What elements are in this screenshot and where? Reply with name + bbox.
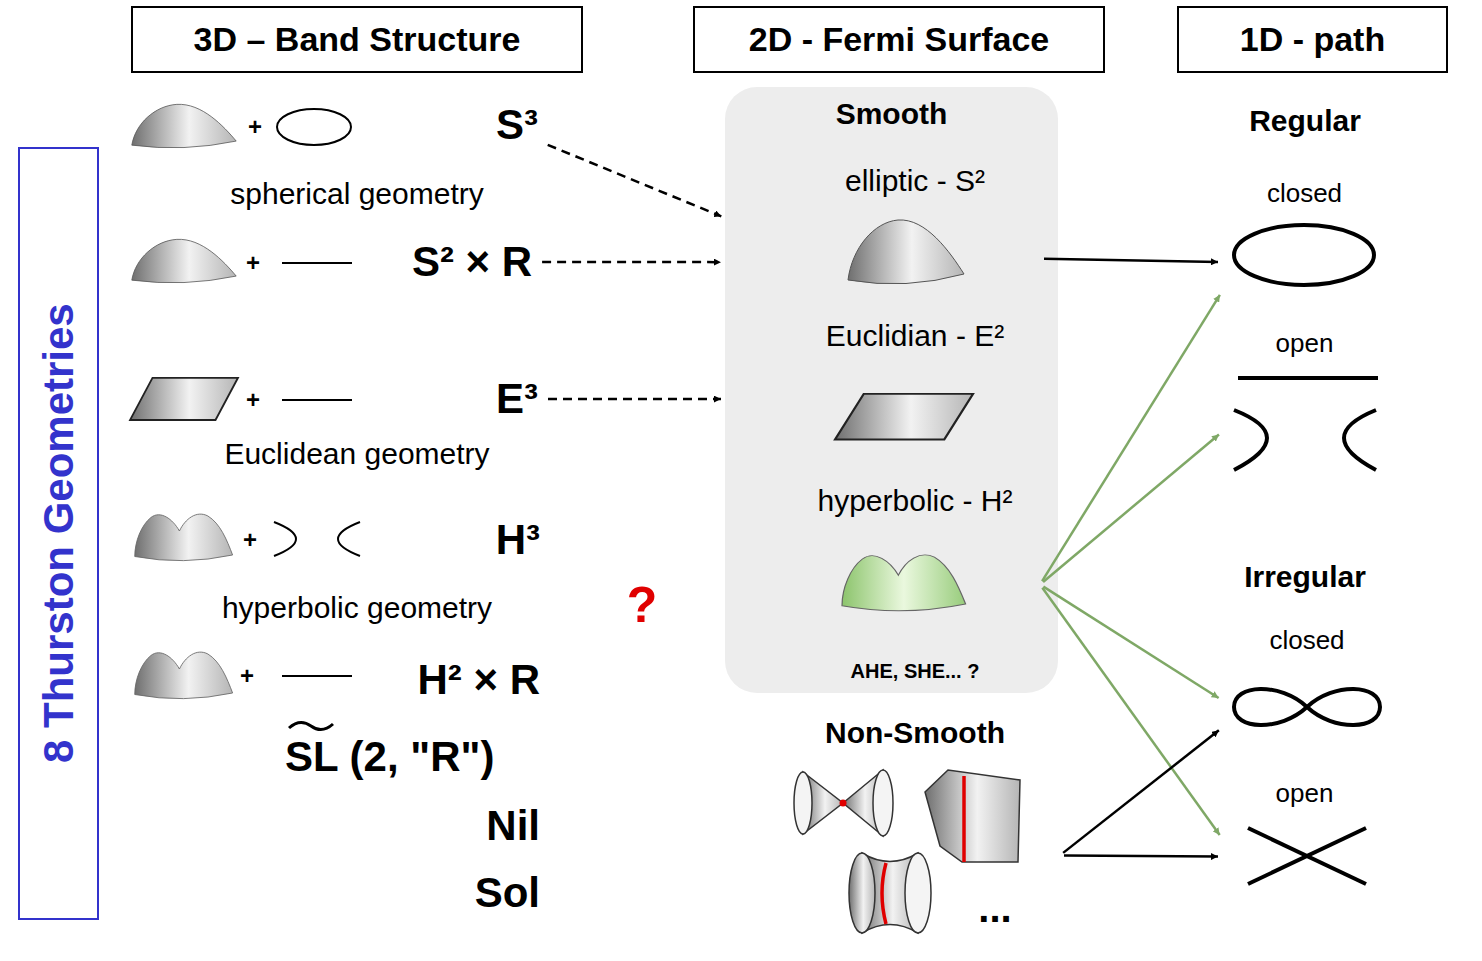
- connector-arrow: [548, 145, 722, 217]
- figure-eight: [1234, 689, 1380, 725]
- surface-item: Euclidian - E²: [790, 317, 1040, 452]
- path-item: open: [1222, 775, 1387, 890]
- open-curve: [1344, 410, 1376, 470]
- line-figure: [282, 399, 352, 401]
- geometry-symbol: H³: [496, 517, 540, 563]
- node-title: 8 Thurston Geometries: [34, 304, 82, 764]
- connector-arrow: [542, 261, 721, 264]
- crossing-line: [1248, 828, 1366, 884]
- node-title: hyperbolic - H²: [817, 484, 1012, 519]
- geometry-caption: spherical geometry: [230, 177, 483, 210]
- question-mark: ?: [627, 578, 658, 633]
- node-title: 2D - Fermi Surface: [749, 20, 1049, 59]
- tilde-mark: [289, 722, 333, 729]
- node-title: Non-Smooth: [825, 716, 1005, 751]
- geometry-caption: Euclidean geometry: [224, 437, 489, 470]
- node-note: AHE, SHE... ?: [851, 660, 980, 683]
- line-figure: [282, 675, 352, 677]
- geometry-symbol: Sol: [475, 870, 540, 916]
- path-item: open: [1222, 325, 1387, 475]
- title-box-vertical: 8 Thurston Geometries: [18, 147, 99, 920]
- connector-arrow: [1063, 730, 1219, 853]
- node-title: S³: [496, 101, 538, 149]
- geometry-caption: hyperbolic geometry: [222, 591, 492, 624]
- barrel-figure: [849, 853, 931, 933]
- open-line: [1238, 376, 1378, 380]
- hyperbola-figure: [338, 522, 360, 556]
- node-title: 1D - path: [1240, 20, 1385, 59]
- geometry-symbol: S² × R: [406, 236, 538, 288]
- plane-figure: [835, 394, 973, 440]
- open-curve: [1234, 410, 1267, 470]
- surface-item: hyperbolic - H² AHE, SHE... ?: [790, 482, 1040, 687]
- dome-figure: [848, 220, 964, 284]
- node-title: Smooth: [836, 97, 948, 132]
- plus-sign: +: [246, 387, 260, 413]
- closed-curve: [1234, 225, 1374, 285]
- non-smooth-group: Non-Smooth: [770, 712, 1060, 947]
- node-title: open: [1276, 779, 1334, 809]
- connector-arrow: [1042, 295, 1220, 581]
- connector-arrow: [1043, 435, 1219, 582]
- connector-arrow: [1043, 587, 1218, 698]
- geometry-symbol: S³: [490, 99, 544, 151]
- node-title: 3D – Band Structure: [194, 20, 521, 59]
- node-title: elliptic - S²: [845, 164, 985, 199]
- folded-figure: [925, 770, 1020, 862]
- ellipsis: ...: [978, 886, 1011, 930]
- saddle-figure: [842, 555, 966, 611]
- node-title: Euclidian - E²: [826, 319, 1004, 354]
- panel-ground: [725, 87, 1058, 693]
- connector-arrow: [1064, 855, 1218, 856]
- group-heading: Irregular: [1244, 560, 1366, 593]
- header-box: 2D - Fermi Surface: [693, 6, 1105, 73]
- dome-figure: [132, 239, 236, 282]
- node-title: E³: [496, 375, 538, 423]
- line-figure: [282, 262, 352, 264]
- geometry-symbol: Nil: [486, 803, 540, 849]
- node-title: closed: [1267, 179, 1342, 209]
- surface-item: elliptic - S²: [790, 162, 1040, 302]
- path-item: closed: [1222, 175, 1387, 295]
- path-item: closed: [1222, 622, 1392, 737]
- connector-arrow: [1044, 259, 1218, 262]
- node-title: S² × R: [412, 238, 532, 286]
- cone-figure: [794, 770, 893, 836]
- plus-sign: +: [240, 663, 254, 689]
- plus-sign: +: [246, 250, 260, 276]
- header-box: 3D – Band Structure: [131, 6, 583, 73]
- crossing-line: [1248, 828, 1366, 884]
- plus-sign: +: [248, 114, 262, 140]
- ellipse-figure: [277, 109, 351, 145]
- saddle-figure: [135, 652, 233, 699]
- node-title: open: [1276, 329, 1334, 359]
- saddle-figure: [135, 514, 233, 561]
- geometry-symbol: SL (2, "R"): [285, 734, 494, 780]
- smooth-panel: Smooth elliptic - S² Euclidian - E² hyperbo…: [725, 87, 1058, 693]
- hyperbola-figure: [274, 522, 296, 556]
- plane-figure: [130, 378, 238, 420]
- dome-figure: [132, 104, 236, 147]
- geometry-symbol: H² × R: [417, 657, 540, 703]
- geometry-symbol: E³: [490, 373, 544, 425]
- plus-sign: +: [243, 527, 257, 553]
- connector-arrow: [548, 398, 721, 401]
- group-heading: Regular: [1249, 104, 1361, 137]
- header-box: 1D - path: [1177, 6, 1448, 73]
- node-title: closed: [1269, 626, 1344, 656]
